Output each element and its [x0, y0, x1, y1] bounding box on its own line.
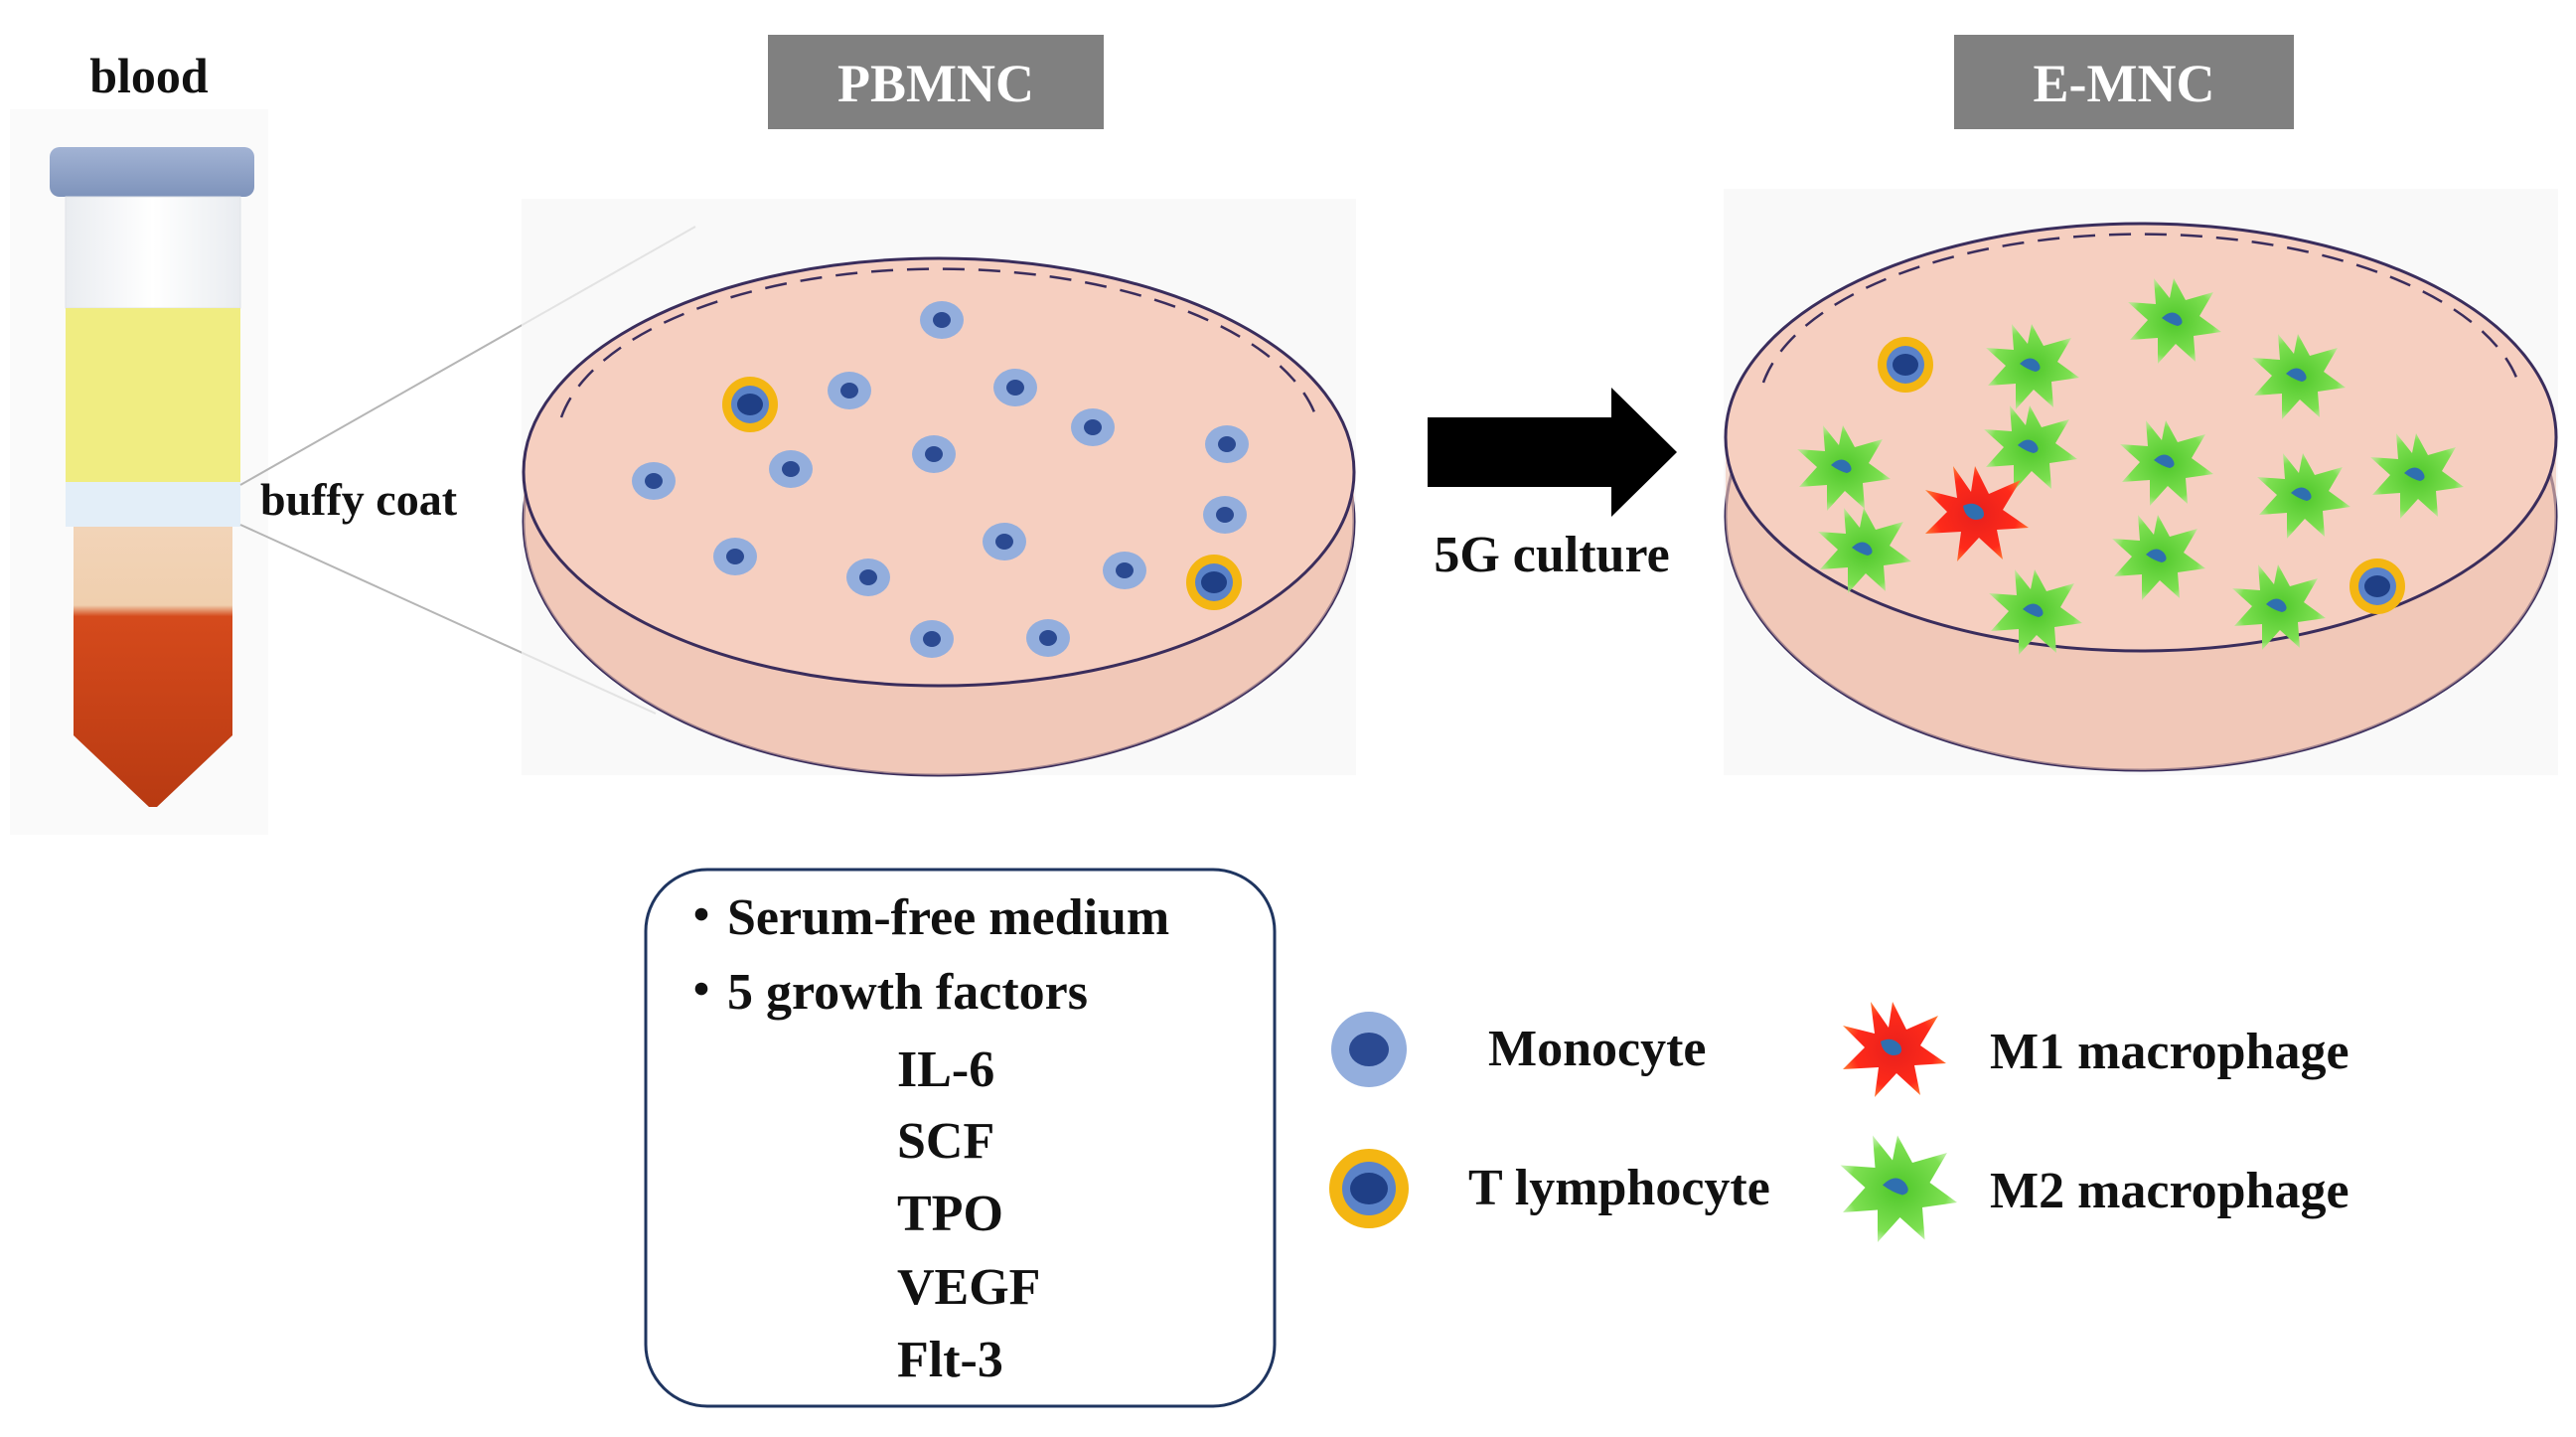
monocyte-icon [920, 301, 964, 339]
monocyte-icon [828, 372, 871, 409]
monocyte-icon [632, 462, 676, 500]
growth-factor-scf: SCF [897, 1113, 994, 1170]
m2-macrophage-icon [1840, 1135, 1957, 1242]
red-cell-layer [74, 527, 232, 807]
t-lymphocyte-icon [2349, 559, 2405, 614]
monocyte-icon [846, 559, 890, 596]
t-lymphocyte-icon [1186, 555, 1242, 610]
medium-box: ・Serum-free medium ・5 growth factors IL-… [644, 868, 1277, 1408]
monocyte-icon [1205, 425, 1249, 463]
right-arrow-icon [1428, 388, 1677, 517]
legend-m2-label: M2 macrophage [1990, 1163, 2349, 1219]
serum-free-medium-item: ・Serum-free medium [676, 889, 1169, 946]
buffy-coat-layer [66, 482, 240, 527]
monocyte-icon [912, 435, 956, 473]
monocyte-icon [1071, 408, 1115, 446]
legend-m1-label: M1 macrophage [1990, 1024, 2349, 1080]
monocyte-icon [769, 450, 813, 488]
pbmnc-header-label: PBMNC [837, 54, 1034, 113]
tube-cap [50, 147, 254, 197]
legend-monocyte-label: Monocyte [1488, 1021, 1706, 1077]
growth-factor-il6: IL-6 [897, 1041, 994, 1098]
monocyte-icon [910, 620, 954, 658]
culture-label: 5G culture [1434, 527, 1669, 583]
monocyte-icon [993, 369, 1037, 406]
plasma-layer [66, 308, 240, 482]
monocyte-icon [1203, 496, 1247, 534]
legend: Monocyte T lymphocyte M1 macrophage M2 m… [1329, 1002, 2349, 1242]
emnc-header: E-MNC [1954, 35, 2294, 129]
monocyte-icon [983, 523, 1026, 560]
buffy-coat-label: buffy coat [260, 474, 458, 525]
monocyte-icon [713, 538, 757, 575]
emnc-header-label: E-MNC [2034, 54, 2215, 113]
monocyte-icon [1331, 1012, 1407, 1087]
blood-label: blood [89, 48, 209, 103]
t-lymphocyte-icon [1329, 1149, 1409, 1228]
monocyte-icon [1103, 552, 1146, 589]
growth-factor-tpo: TPO [897, 1186, 1003, 1242]
legend-m2: M2 macrophage [1840, 1135, 2349, 1242]
t-lymphocyte-icon [722, 377, 778, 432]
t-lymphocyte-icon [1878, 337, 1933, 393]
monocyte-icon [1026, 619, 1070, 657]
growth-factor-vegf: VEGF [897, 1259, 1040, 1316]
growth-factors-item: ・5 growth factors [676, 964, 1088, 1021]
legend-t-lymphocyte-label: T lymphocyte [1468, 1160, 1770, 1216]
growth-factor-flt3: Flt-3 [897, 1332, 1003, 1388]
pbmnc-header: PBMNC [768, 35, 1104, 129]
m1-macrophage-icon [1843, 1002, 1946, 1097]
legend-monocyte: Monocyte [1331, 1012, 1706, 1087]
blood-tube-icon [10, 109, 268, 835]
legend-t-lymphocyte: T lymphocyte [1329, 1149, 1770, 1228]
legend-m1: M1 macrophage [1843, 1002, 2349, 1097]
